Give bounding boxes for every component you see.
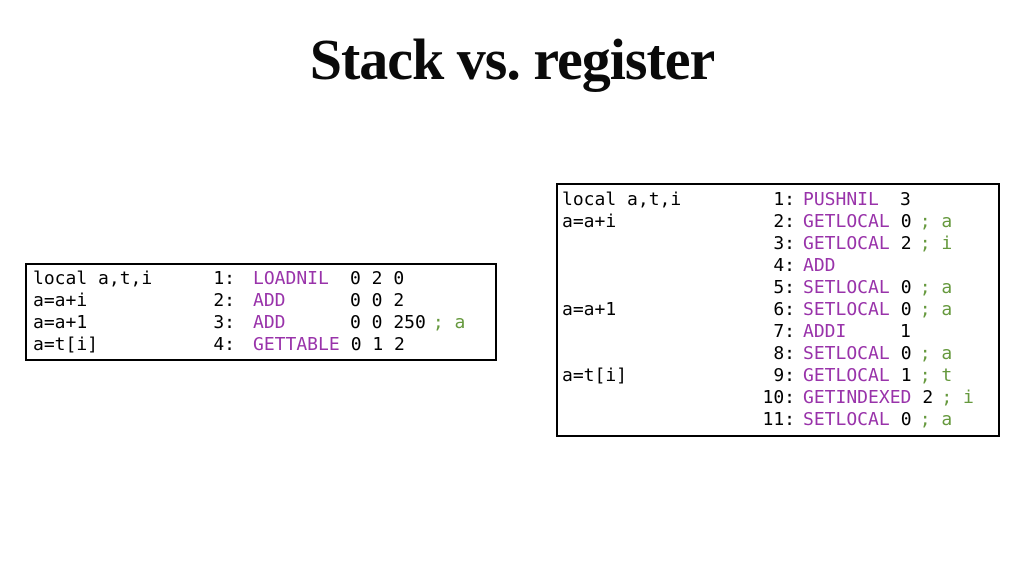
opcode: SETLOCAL [803,277,890,298]
source-code: a=a+1 [33,312,88,333]
line-number: 11: [762,409,795,430]
opcode: LOADNIL [253,268,329,289]
source-code [562,277,759,299]
operands: 0 2 0 [350,268,405,289]
line-number: 2: [773,211,795,232]
code-line: 7: ADDI 1 [562,321,998,343]
source-code: a=t[i] [562,365,628,386]
line-number: 5: [773,277,795,298]
code-line: 5: SETLOCAL 0 ; a [562,277,998,299]
opcode: ADD [253,290,286,311]
source-code: a=t[i] [33,334,99,355]
code-line: 8: SETLOCAL 0 ; a [562,343,998,365]
operands: 0 [900,211,912,232]
page-title: Stack vs. register [309,27,716,92]
comment: ; a [919,343,953,364]
operands: 3 [900,189,911,210]
code-line: a=a+i 2: GETLOCAL 0 ; a [562,211,998,233]
opcode: SETLOCAL [803,299,890,320]
line-number: 6: [773,299,795,320]
code-line: a=a+i 2: ADD 0 0 2 [33,290,495,312]
code-line: 4: ADD [562,255,998,277]
comment: ; a [919,409,953,430]
operands: 2 [900,233,912,254]
source-code: local a,t,i [562,189,682,210]
code-line: a=a+1 3: ADD 0 0 250 ; a [33,312,495,334]
code-line: local a,t,i 1: PUSHNIL 3 [562,189,998,211]
operands [900,255,911,277]
code-line: a=a+1 6: SETLOCAL 0 ; a [562,299,998,321]
comment: ; t [919,365,953,386]
line-number: 1: [213,268,235,289]
line-number: 9: [773,365,795,386]
opcode: GETLOCAL [803,233,890,254]
source-code [562,409,759,431]
comment: ; a [919,211,953,232]
opcode: PUSHNIL [803,189,879,210]
comment: ; a [919,277,953,298]
code-line: a=t[i] 9: GETLOCAL 1 ; t [562,365,998,387]
opcode: GETLOCAL [803,365,890,386]
line-number: 4: [773,255,795,276]
source-code: a=a+1 [562,299,617,320]
line-number: 8: [773,343,795,364]
operands: 0 0 250 [350,312,426,333]
opcode: ADD [803,255,836,276]
line-number: 3: [213,312,235,333]
operands: 0 [900,299,912,320]
code-line: a=t[i] 4: GETTABLE 0 1 2 [33,334,495,356]
operands: 0 [900,277,912,298]
comment: ; i [941,387,974,408]
opcode: GETTABLE [253,334,340,355]
comment: ; i [919,233,953,254]
code-line: local a,t,i 1: LOADNIL 0 2 0 [33,268,495,290]
operands: 0 0 2 [350,290,405,311]
opcode: ADDI [803,321,847,342]
code-line: 3: GETLOCAL 2 ; i [562,233,998,255]
source-code [562,387,759,409]
opcode: SETLOCAL [803,343,890,364]
operands: 0 [900,343,912,364]
line-number: 7: [773,321,795,342]
operands: 1 [900,365,912,386]
comment: ; a [432,312,466,333]
operands: 2 [922,387,934,408]
code-line: 11: SETLOCAL 0 ; a [562,409,998,431]
source-code: local a,t,i [33,268,153,289]
register-code-panel: local a,t,i 1: LOADNIL 0 2 0 a=a+i 2: AD… [25,263,497,361]
opcode: GETINDEXED [803,387,912,408]
opcode: SETLOCAL [803,409,890,430]
source-code [562,321,759,343]
comment: ; a [919,299,953,320]
operands: 1 [900,321,911,342]
source-code: a=a+i [33,290,88,311]
line-number: 4: [213,334,235,355]
stack-code-panel: local a,t,i 1: PUSHNIL 3 a=a+i 2: GETLOC… [556,183,1000,437]
line-number: 2: [213,290,235,311]
operands: 0 [900,409,912,430]
operands: 0 1 2 [350,334,405,355]
opcode: GETLOCAL [803,211,890,232]
source-code [562,343,759,365]
code-line: 10: GETINDEXED 2 ; i [562,387,998,409]
source-code: a=a+i [562,211,617,232]
line-number: 3: [773,233,795,254]
opcode: ADD [253,312,286,333]
line-number: 1: [773,189,795,210]
source-code [562,255,759,277]
source-code [562,233,759,255]
line-number: 10: [762,387,795,408]
